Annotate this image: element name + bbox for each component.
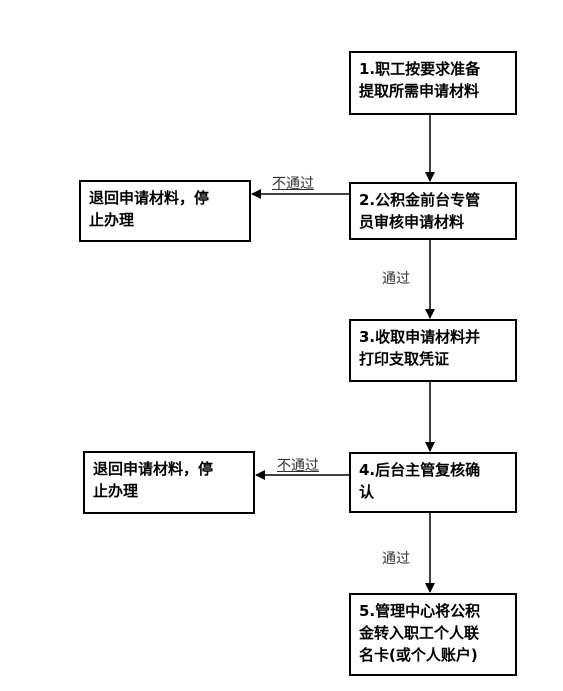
step-1-box: 1.职工按要求准备 提取所需申请材料 xyxy=(349,51,517,115)
edge-label-pass-1: 通过 xyxy=(382,271,410,287)
step-2-box: 2.公积金前台专管 员审核申请材料 xyxy=(349,182,517,240)
step-3-box: 3.收取申请材料并 打印支取凭证 xyxy=(349,319,517,382)
edge-label-fail-2: 不通过 xyxy=(277,458,319,474)
edge-label-pass-2: 通过 xyxy=(382,551,410,567)
step-4-box: 4.后台主管复核确 认 xyxy=(349,452,517,513)
reject-box-1: 退回申请材料，停 止办理 xyxy=(79,180,251,242)
edge-label-fail-1: 不通过 xyxy=(272,176,314,192)
reject-box-2: 退回申请材料，停 止办理 xyxy=(83,451,255,514)
step-5-box: 5.管理中心将公积 金转入职工个人联 名卡(或个人账户) xyxy=(349,593,517,676)
